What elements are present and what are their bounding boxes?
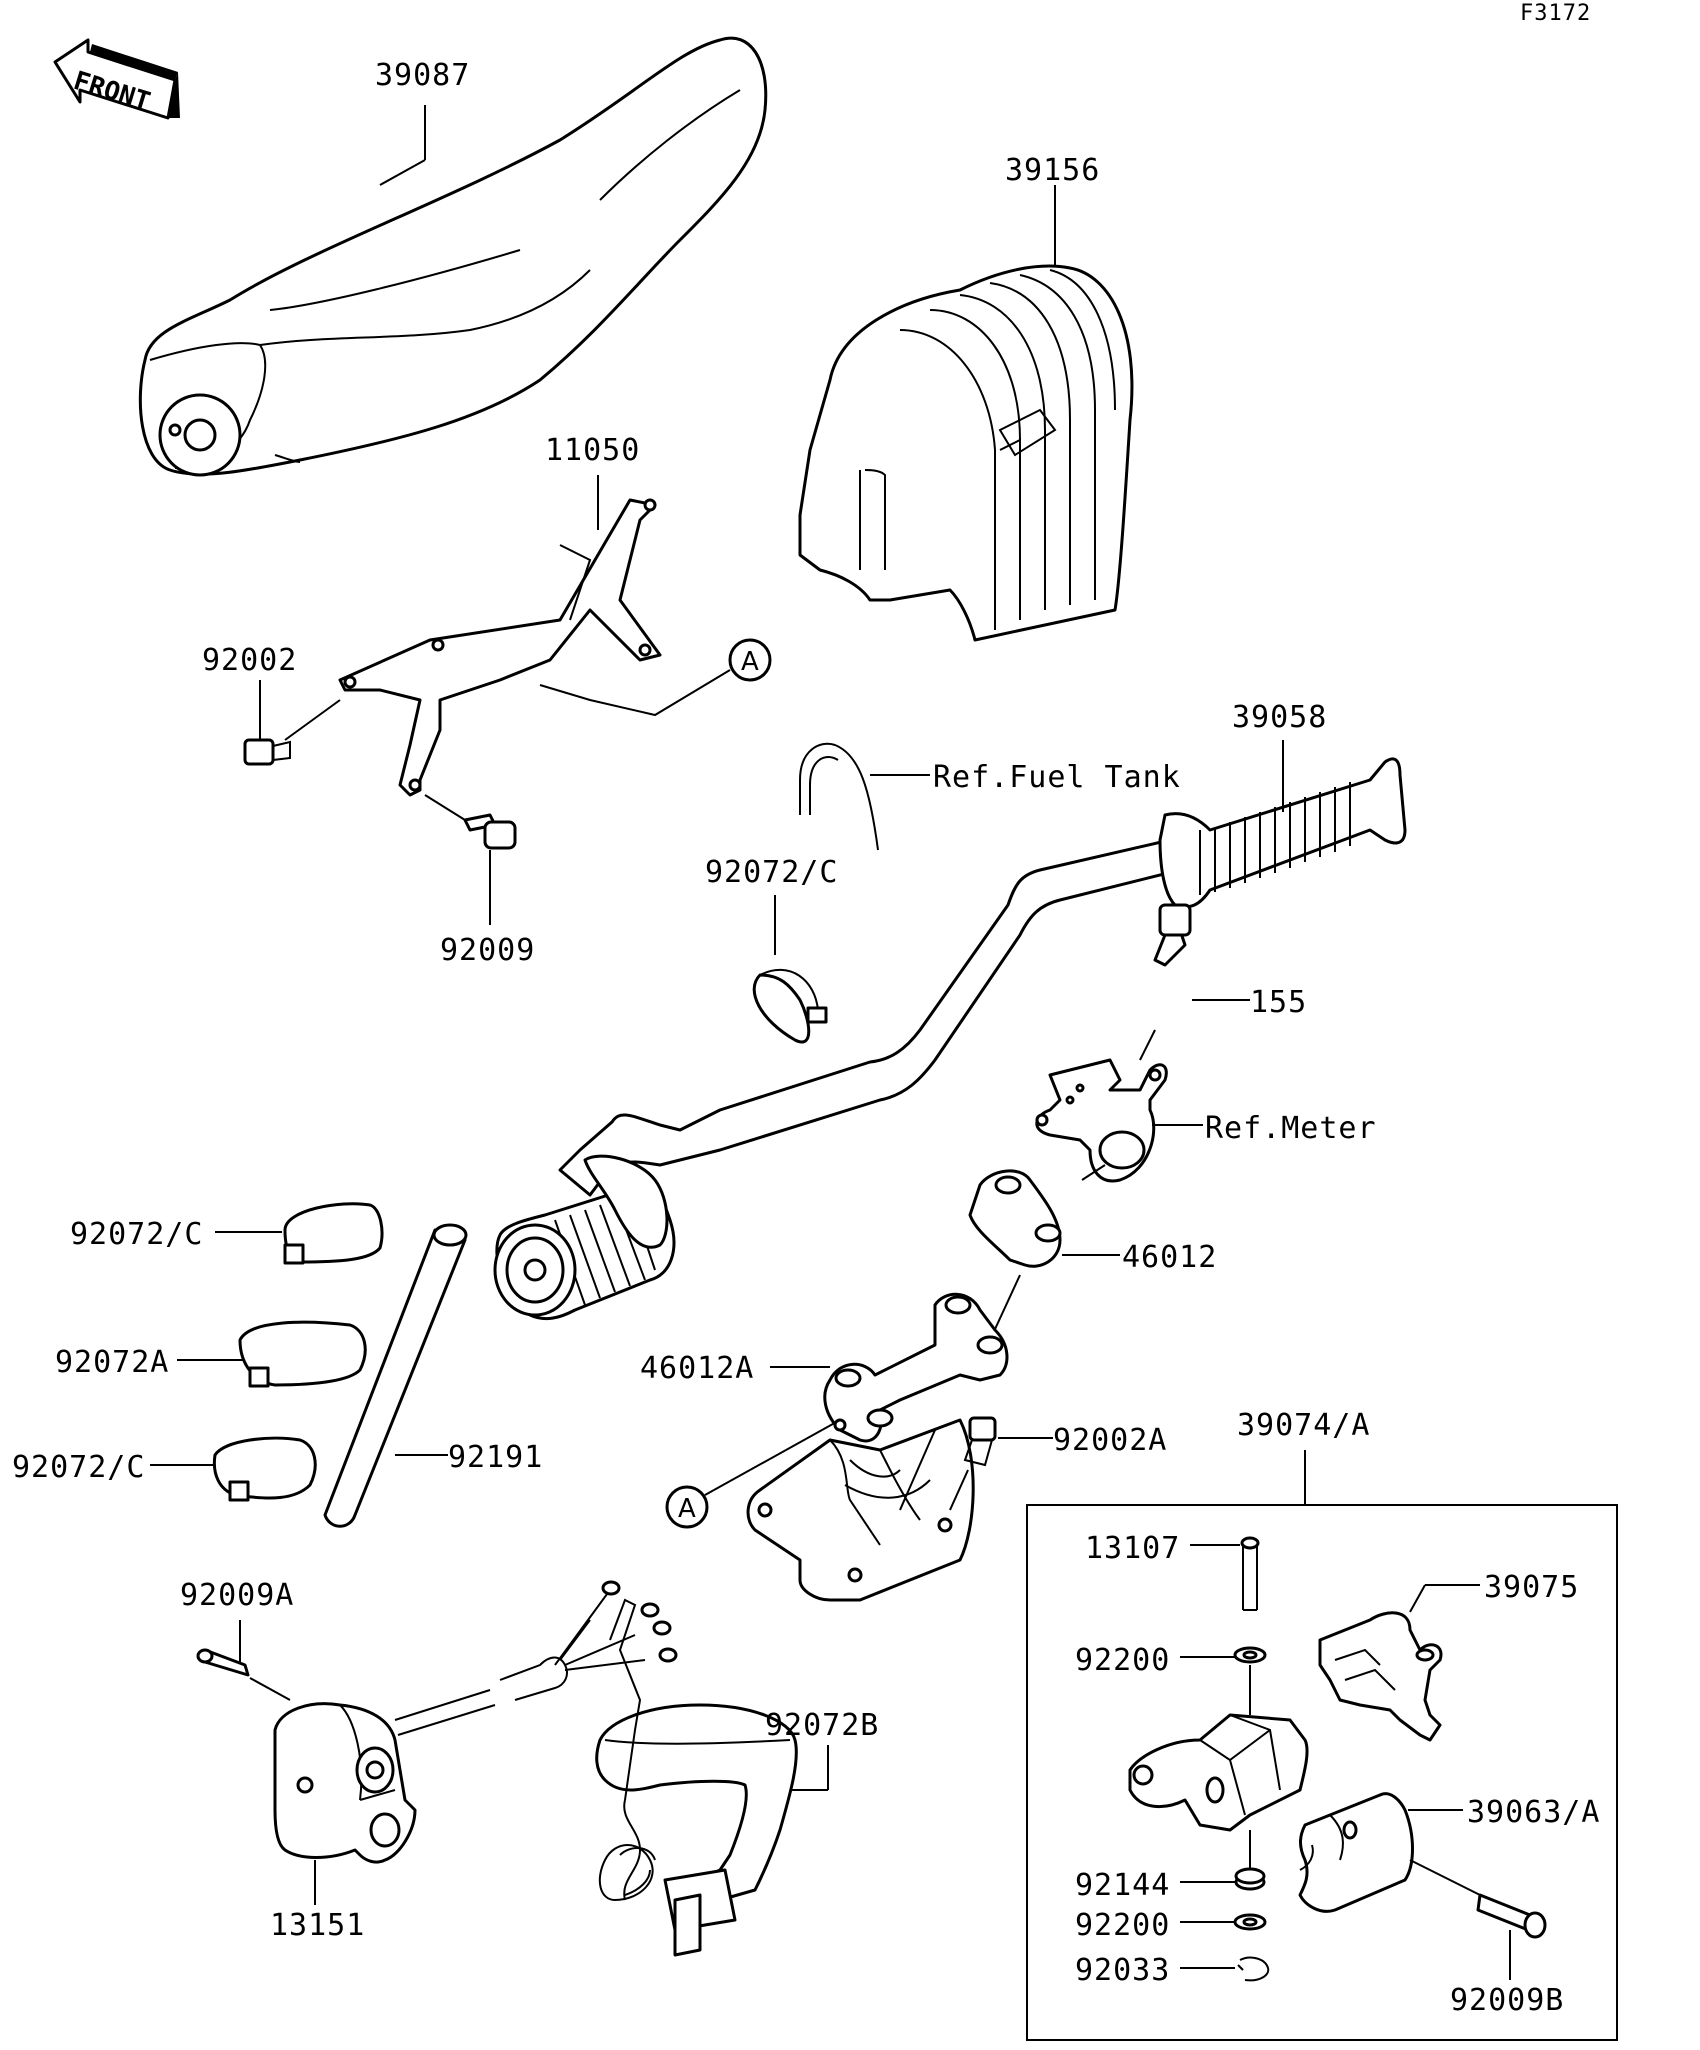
label-155: 155 xyxy=(1250,985,1307,1020)
reference-marker-a-bottom-label: A xyxy=(678,1494,696,1524)
part-92072c-top-clamp xyxy=(752,969,828,1044)
ref-fuel-tank: Ref.Fuel Tank xyxy=(933,760,1181,795)
part-92072c-left-clamp-1 xyxy=(283,1202,384,1265)
label-92072c-top: 92072/C xyxy=(705,855,838,890)
label-92002a: 92002A xyxy=(1053,1423,1167,1458)
part-92144-spring xyxy=(1234,1867,1266,1891)
label-92033: 92033 xyxy=(1075,1953,1170,1988)
part-92033-ring xyxy=(1237,1956,1270,1982)
part-92009a-bolt xyxy=(196,1648,250,1677)
label-92072c-left-2: 92072/C xyxy=(12,1450,145,1485)
label-39063a: 39063/A xyxy=(1467,1795,1600,1830)
ref-meter: Ref.Meter xyxy=(1205,1111,1377,1146)
label-92144: 92144 xyxy=(1075,1868,1170,1903)
part-13107-pin xyxy=(1240,1536,1260,1611)
reference-marker-a-bottom xyxy=(665,1485,709,1529)
label-92072b: 92072B xyxy=(765,1708,879,1743)
label-39087: 39087 xyxy=(375,58,470,93)
label-46012: 46012 xyxy=(1122,1240,1217,1275)
part-39156-boot xyxy=(798,264,1134,642)
part-92200-bottom-washer xyxy=(1233,1913,1267,1931)
reference-marker-a-top-label: A xyxy=(741,647,759,677)
part-92191-tube xyxy=(323,1223,468,1528)
label-92191: 92191 xyxy=(448,1440,543,1475)
label-39075: 39075 xyxy=(1484,1570,1579,1605)
label-92200-bottom: 92200 xyxy=(1075,1908,1170,1943)
label-92009: 92009 xyxy=(440,933,535,968)
part-46012a-holder xyxy=(746,1292,1009,1602)
label-92072a: 92072A xyxy=(55,1345,169,1380)
part-92002-bolt xyxy=(243,738,291,766)
part-155-bolt xyxy=(1153,903,1192,967)
label-92072c-left-1: 92072/C xyxy=(70,1217,203,1252)
label-11050: 11050 xyxy=(545,433,640,468)
part-39075-lever xyxy=(1318,1611,1443,1742)
label-92200-top: 92200 xyxy=(1075,1643,1170,1678)
label-92002: 92002 xyxy=(202,643,297,678)
part-39087-cover xyxy=(138,36,768,477)
part-92072b-lanyard-clamp xyxy=(595,1598,798,1957)
part-92200-top-washer xyxy=(1233,1646,1267,1664)
part-92072a-clamp xyxy=(238,1320,367,1388)
part-92009-bolt xyxy=(463,813,517,850)
part-13151-switch xyxy=(273,1580,678,1864)
part-39063a-holder xyxy=(1298,1792,1414,1913)
label-39156: 39156 xyxy=(1005,153,1100,188)
front-arrow-icon: FRONT xyxy=(53,38,180,120)
part-39058-handlebar xyxy=(493,757,1407,1321)
ref-meter-bracket xyxy=(1035,1058,1168,1183)
part-92009b-bolt xyxy=(1476,1893,1547,1939)
label-13151: 13151 xyxy=(270,1908,365,1943)
label-39074a: 39074/A xyxy=(1237,1408,1370,1443)
part-92002a-bolt xyxy=(963,1416,997,1467)
label-46012a: 46012A xyxy=(640,1351,754,1386)
assembly-39074a-box xyxy=(1026,1504,1618,2041)
label-13107: 13107 xyxy=(1085,1531,1180,1566)
reference-marker-a-top xyxy=(728,638,772,682)
label-92009a: 92009A xyxy=(180,1578,294,1613)
part-39074a-main-body xyxy=(1128,1713,1309,1832)
part-92072c-left-clamp-2 xyxy=(212,1436,317,1502)
label-92009b: 92009B xyxy=(1450,1983,1564,2018)
figure-number: F3172 xyxy=(1520,1,1591,26)
part-11050-bracket xyxy=(338,498,662,797)
label-39058: 39058 xyxy=(1232,700,1327,735)
part-46012-holder xyxy=(968,1169,1062,1268)
